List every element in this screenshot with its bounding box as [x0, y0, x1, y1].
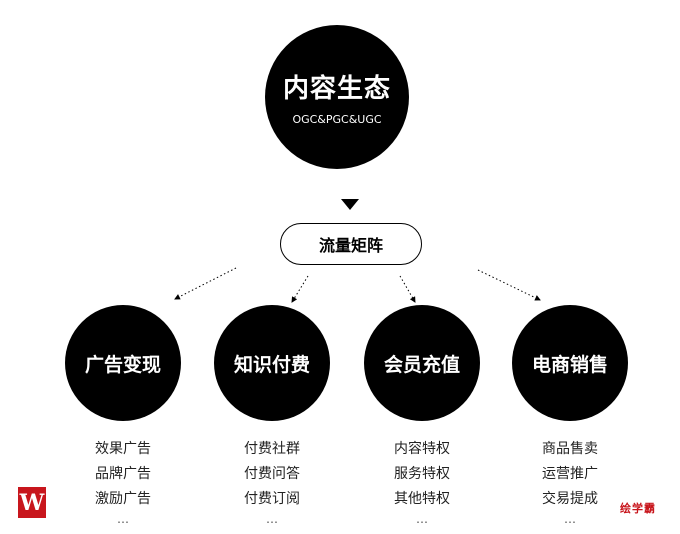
- arrow-to-knowledge: [291, 275, 309, 303]
- list-item: 交易提成: [542, 491, 598, 507]
- branch-node-membership: 会员充值: [364, 305, 480, 421]
- list-item: 商品售卖: [542, 441, 598, 457]
- list-item: 其他特权: [394, 491, 450, 507]
- list-item: 付费社群: [244, 441, 300, 457]
- list-ellipsis: …: [266, 512, 278, 526]
- list-item: 品牌广告: [95, 466, 151, 482]
- branch-list-ads: 效果广告 品牌广告 激励广告 …: [83, 437, 163, 526]
- list-item: 服务特权: [394, 466, 450, 482]
- list-ellipsis: …: [416, 512, 428, 526]
- content-ecosystem-node: 内容生态 OGC&PGC&UGC: [265, 25, 409, 169]
- top-subtitle: OGC&PGC&UGC: [292, 113, 382, 126]
- list-item: 运营推广: [542, 466, 598, 482]
- arrow-to-ecommerce: [477, 269, 541, 301]
- branch-node-knowledge: 知识付费: [214, 305, 330, 421]
- arrow-to-ads: [174, 267, 237, 300]
- brand-logo: W: [18, 487, 46, 518]
- list-item: 效果广告: [95, 441, 151, 457]
- watermark: 绘学霸: [620, 502, 656, 515]
- list-item: 付费订阅: [244, 491, 300, 507]
- list-ellipsis: …: [117, 512, 129, 526]
- branch-node-ads: 广告变现: [65, 305, 181, 421]
- branch-list-ecommerce: 商品售卖 运营推广 交易提成 …: [530, 437, 610, 526]
- branch-list-membership: 内容特权 服务特权 其他特权 …: [382, 437, 462, 526]
- list-item: 付费问答: [244, 466, 300, 482]
- list-ellipsis: …: [564, 512, 576, 526]
- list-item: 激励广告: [95, 491, 151, 507]
- traffic-matrix-node: 流量矩阵: [280, 223, 422, 265]
- branch-node-ecommerce: 电商销售: [512, 305, 628, 421]
- down-arrow-icon: [341, 199, 359, 210]
- branch-list-knowledge: 付费社群 付费问答 付费订阅 …: [232, 437, 312, 526]
- top-title: 内容生态: [282, 74, 391, 104]
- list-item: 内容特权: [394, 441, 450, 457]
- arrow-to-membership: [399, 275, 416, 303]
